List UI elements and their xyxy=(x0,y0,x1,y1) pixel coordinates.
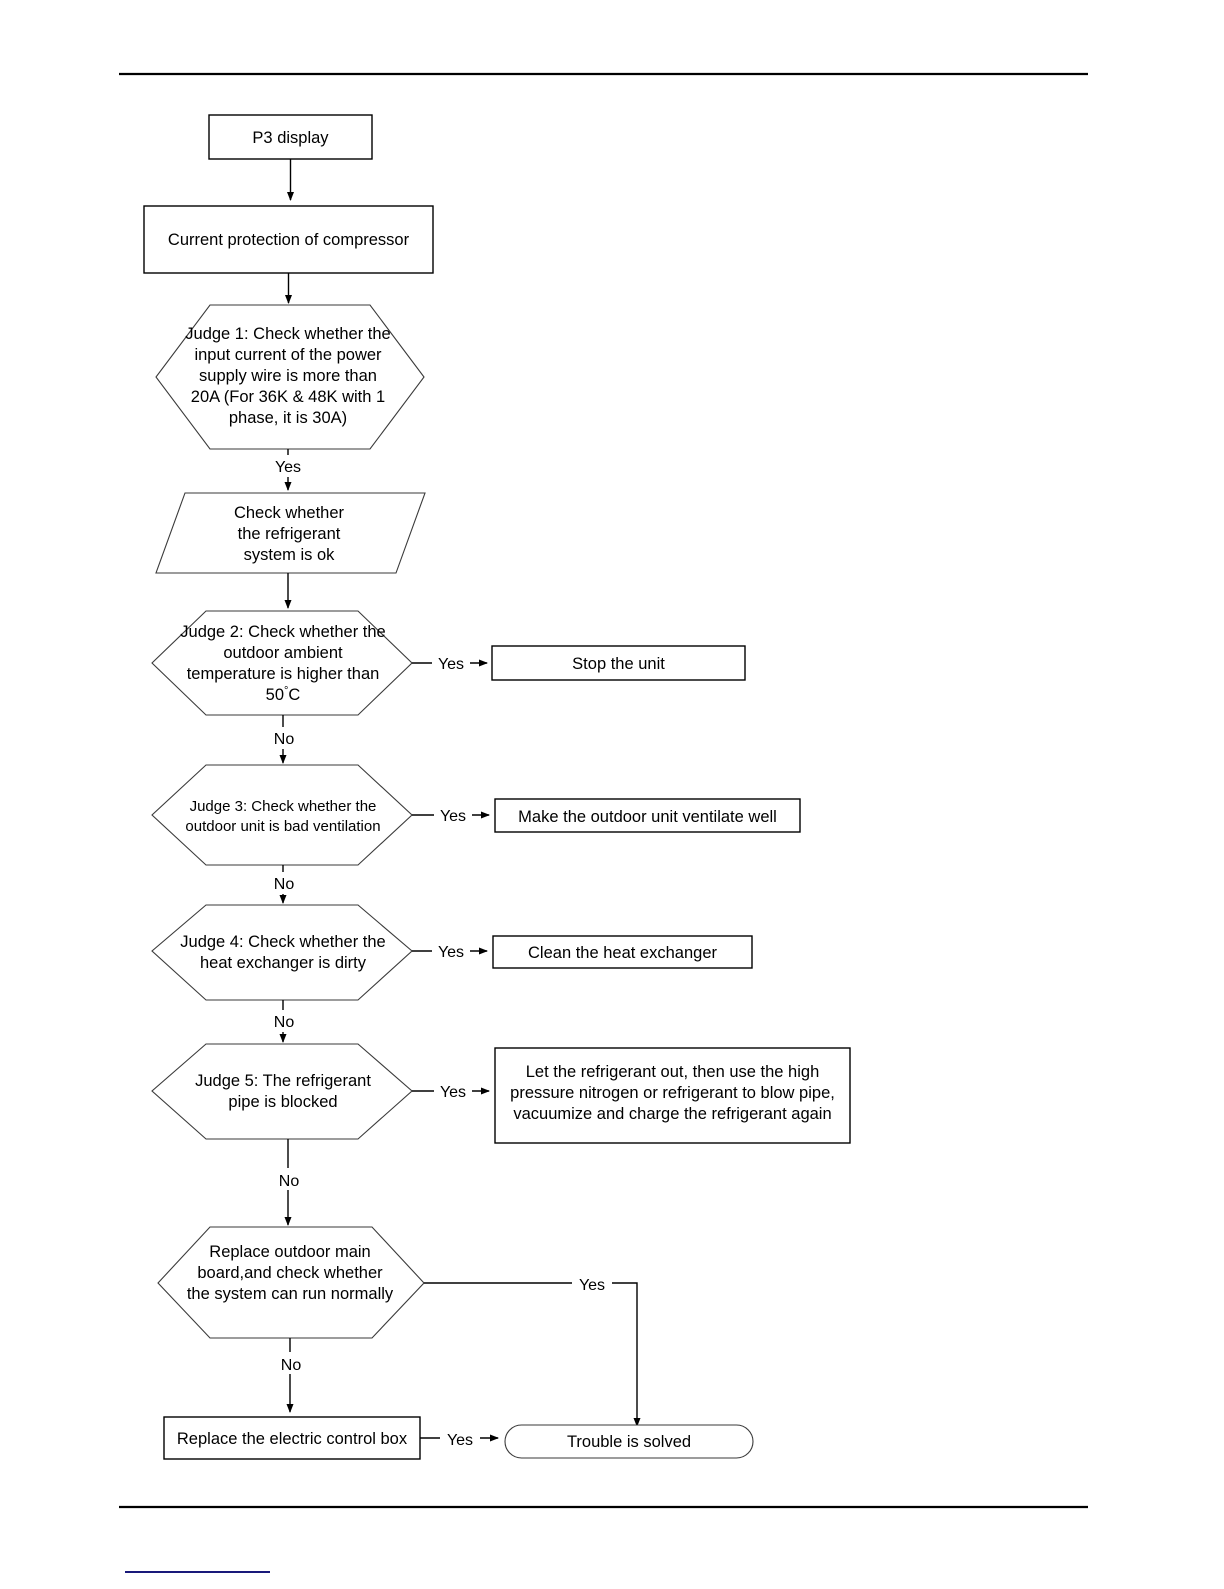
node-judge2-temperature: 50°C xyxy=(266,685,301,704)
edge-label-replace-board-yes-bg xyxy=(572,1272,612,1294)
node-judge4-line-1: Judge 4: Check whether the xyxy=(180,933,385,951)
edge-label-judge3-no-bg xyxy=(258,872,308,894)
edge-label-judge3-yes: Yes xyxy=(440,808,466,825)
edge-label-judge5-yes: Yes xyxy=(440,1084,466,1101)
edge-label-replace-box-yes-bg xyxy=(440,1427,480,1449)
node-trouble-is-solved-label: Trouble is solved xyxy=(567,1433,691,1451)
edge-label-judge3-no: No xyxy=(274,876,295,893)
edge-label-judge5-no-bg xyxy=(263,1168,313,1190)
node-judge2-line-3: temperature is higher than xyxy=(187,665,380,683)
node-blow-pipe[interactable] xyxy=(494,1047,851,1144)
edge-label-judge4-no: No xyxy=(274,1014,295,1031)
node-judge2[interactable] xyxy=(151,610,413,716)
node-judge1-line-2: input current of the power xyxy=(194,346,382,364)
node-clean-heat-exchanger[interactable] xyxy=(492,935,753,969)
node-refrigerant-check-line-3: system is ok xyxy=(244,546,336,564)
edge-label-judge2-no: No xyxy=(274,731,295,748)
node-refrigerant-check-line-2: the refrigerant xyxy=(238,525,341,543)
node-replace-electric-control-box-label: Replace the electric control box xyxy=(177,1430,408,1448)
node-blow-pipe-line-3: vacuumize and charge the refrigerant aga… xyxy=(513,1105,831,1123)
node-judge1-line-1: Judge 1: Check whether the xyxy=(185,325,390,343)
node-refrigerant-check-line-1: Check whether xyxy=(234,504,345,522)
node-clean-heat-exchanger-label: Clean the heat exchanger xyxy=(528,944,717,962)
edge-label-replace-board-no: No xyxy=(281,1357,302,1374)
degree-symbol-icon: ° xyxy=(284,685,288,697)
edge-label-replace-board-yes: Yes xyxy=(579,1277,605,1294)
node-judge3[interactable] xyxy=(151,764,413,866)
edge-label-judge5-no: No xyxy=(279,1173,300,1190)
node-judge4[interactable] xyxy=(151,904,413,1001)
edge-label-judge2-no-bg xyxy=(258,727,308,749)
node-judge5[interactable] xyxy=(151,1043,413,1140)
node-judge3-line-1: Judge 3: Check whether the xyxy=(190,798,377,815)
node-refrigerant-check[interactable] xyxy=(155,492,426,574)
edge-label-judge4-yes-bg xyxy=(432,940,470,962)
node-judge3-line-2: outdoor unit is bad ventilation xyxy=(185,818,380,835)
node-current-protection-label: Current protection of compressor xyxy=(168,231,410,249)
node-judge2-line-2: outdoor ambient xyxy=(223,644,343,662)
node-replace-outdoor-board[interactable] xyxy=(157,1226,425,1339)
node-stop-unit[interactable] xyxy=(491,645,746,681)
node-judge1[interactable] xyxy=(155,304,425,450)
node-judge1-line-4: 20A (For 36K & 48K with 1 xyxy=(191,388,385,406)
node-ventilate-well[interactable] xyxy=(494,798,801,833)
edge-label-judge5-yes-bg xyxy=(434,1080,472,1102)
edge-label-judge3-yes-bg xyxy=(434,804,472,826)
edge-label-judge1-yes-bg xyxy=(258,455,318,477)
edge-label-judge2-yes: Yes xyxy=(438,656,464,673)
node-replace-outdoor-board-line-2: board,and check whether xyxy=(197,1264,383,1282)
node-p3-display-label: P3 display xyxy=(252,129,329,147)
node-p3-display[interactable] xyxy=(208,114,373,160)
edge-label-replace-board-no-bg xyxy=(265,1352,315,1374)
node-judge2-line-1: Judge 2: Check whether the xyxy=(180,623,385,641)
edge-label-judge2-yes-bg xyxy=(432,652,470,674)
node-blow-pipe-line-2: pressure nitrogen or refrigerant to blow… xyxy=(510,1084,835,1102)
node-ventilate-well-label: Make the outdoor unit ventilate well xyxy=(518,808,777,826)
node-judge2-temp-value: 50 xyxy=(266,686,284,704)
node-judge5-line-2: pipe is blocked xyxy=(228,1093,337,1111)
node-judge5-line-1: Judge 5: The refrigerant xyxy=(195,1072,371,1090)
edge-label-replace-box-yes: Yes xyxy=(447,1432,473,1449)
node-judge4-line-2: heat exchanger is dirty xyxy=(200,954,367,972)
node-blow-pipe-line-1: Let the refrigerant out, then use the hi… xyxy=(526,1063,820,1081)
node-stop-unit-label: Stop the unit xyxy=(572,655,665,673)
node-replace-outdoor-board-line-3: the system can run normally xyxy=(187,1285,394,1303)
node-replace-outdoor-board-line-1: Replace outdoor main xyxy=(209,1243,370,1261)
node-judge1-line-5: phase, it is 30A) xyxy=(229,409,347,427)
node-judge2-temp-unit: C xyxy=(288,686,300,704)
node-replace-electric-control-box[interactable] xyxy=(163,1416,421,1460)
node-trouble-is-solved[interactable] xyxy=(504,1424,754,1459)
node-judge1-line-3: supply wire is more than xyxy=(199,367,377,385)
edge-label-judge4-yes: Yes xyxy=(438,944,464,961)
edge-label-judge1-yes: Yes xyxy=(275,459,301,476)
connector-replace-board-yes xyxy=(424,1282,641,1427)
edge-label-judge4-no-bg xyxy=(258,1010,308,1032)
